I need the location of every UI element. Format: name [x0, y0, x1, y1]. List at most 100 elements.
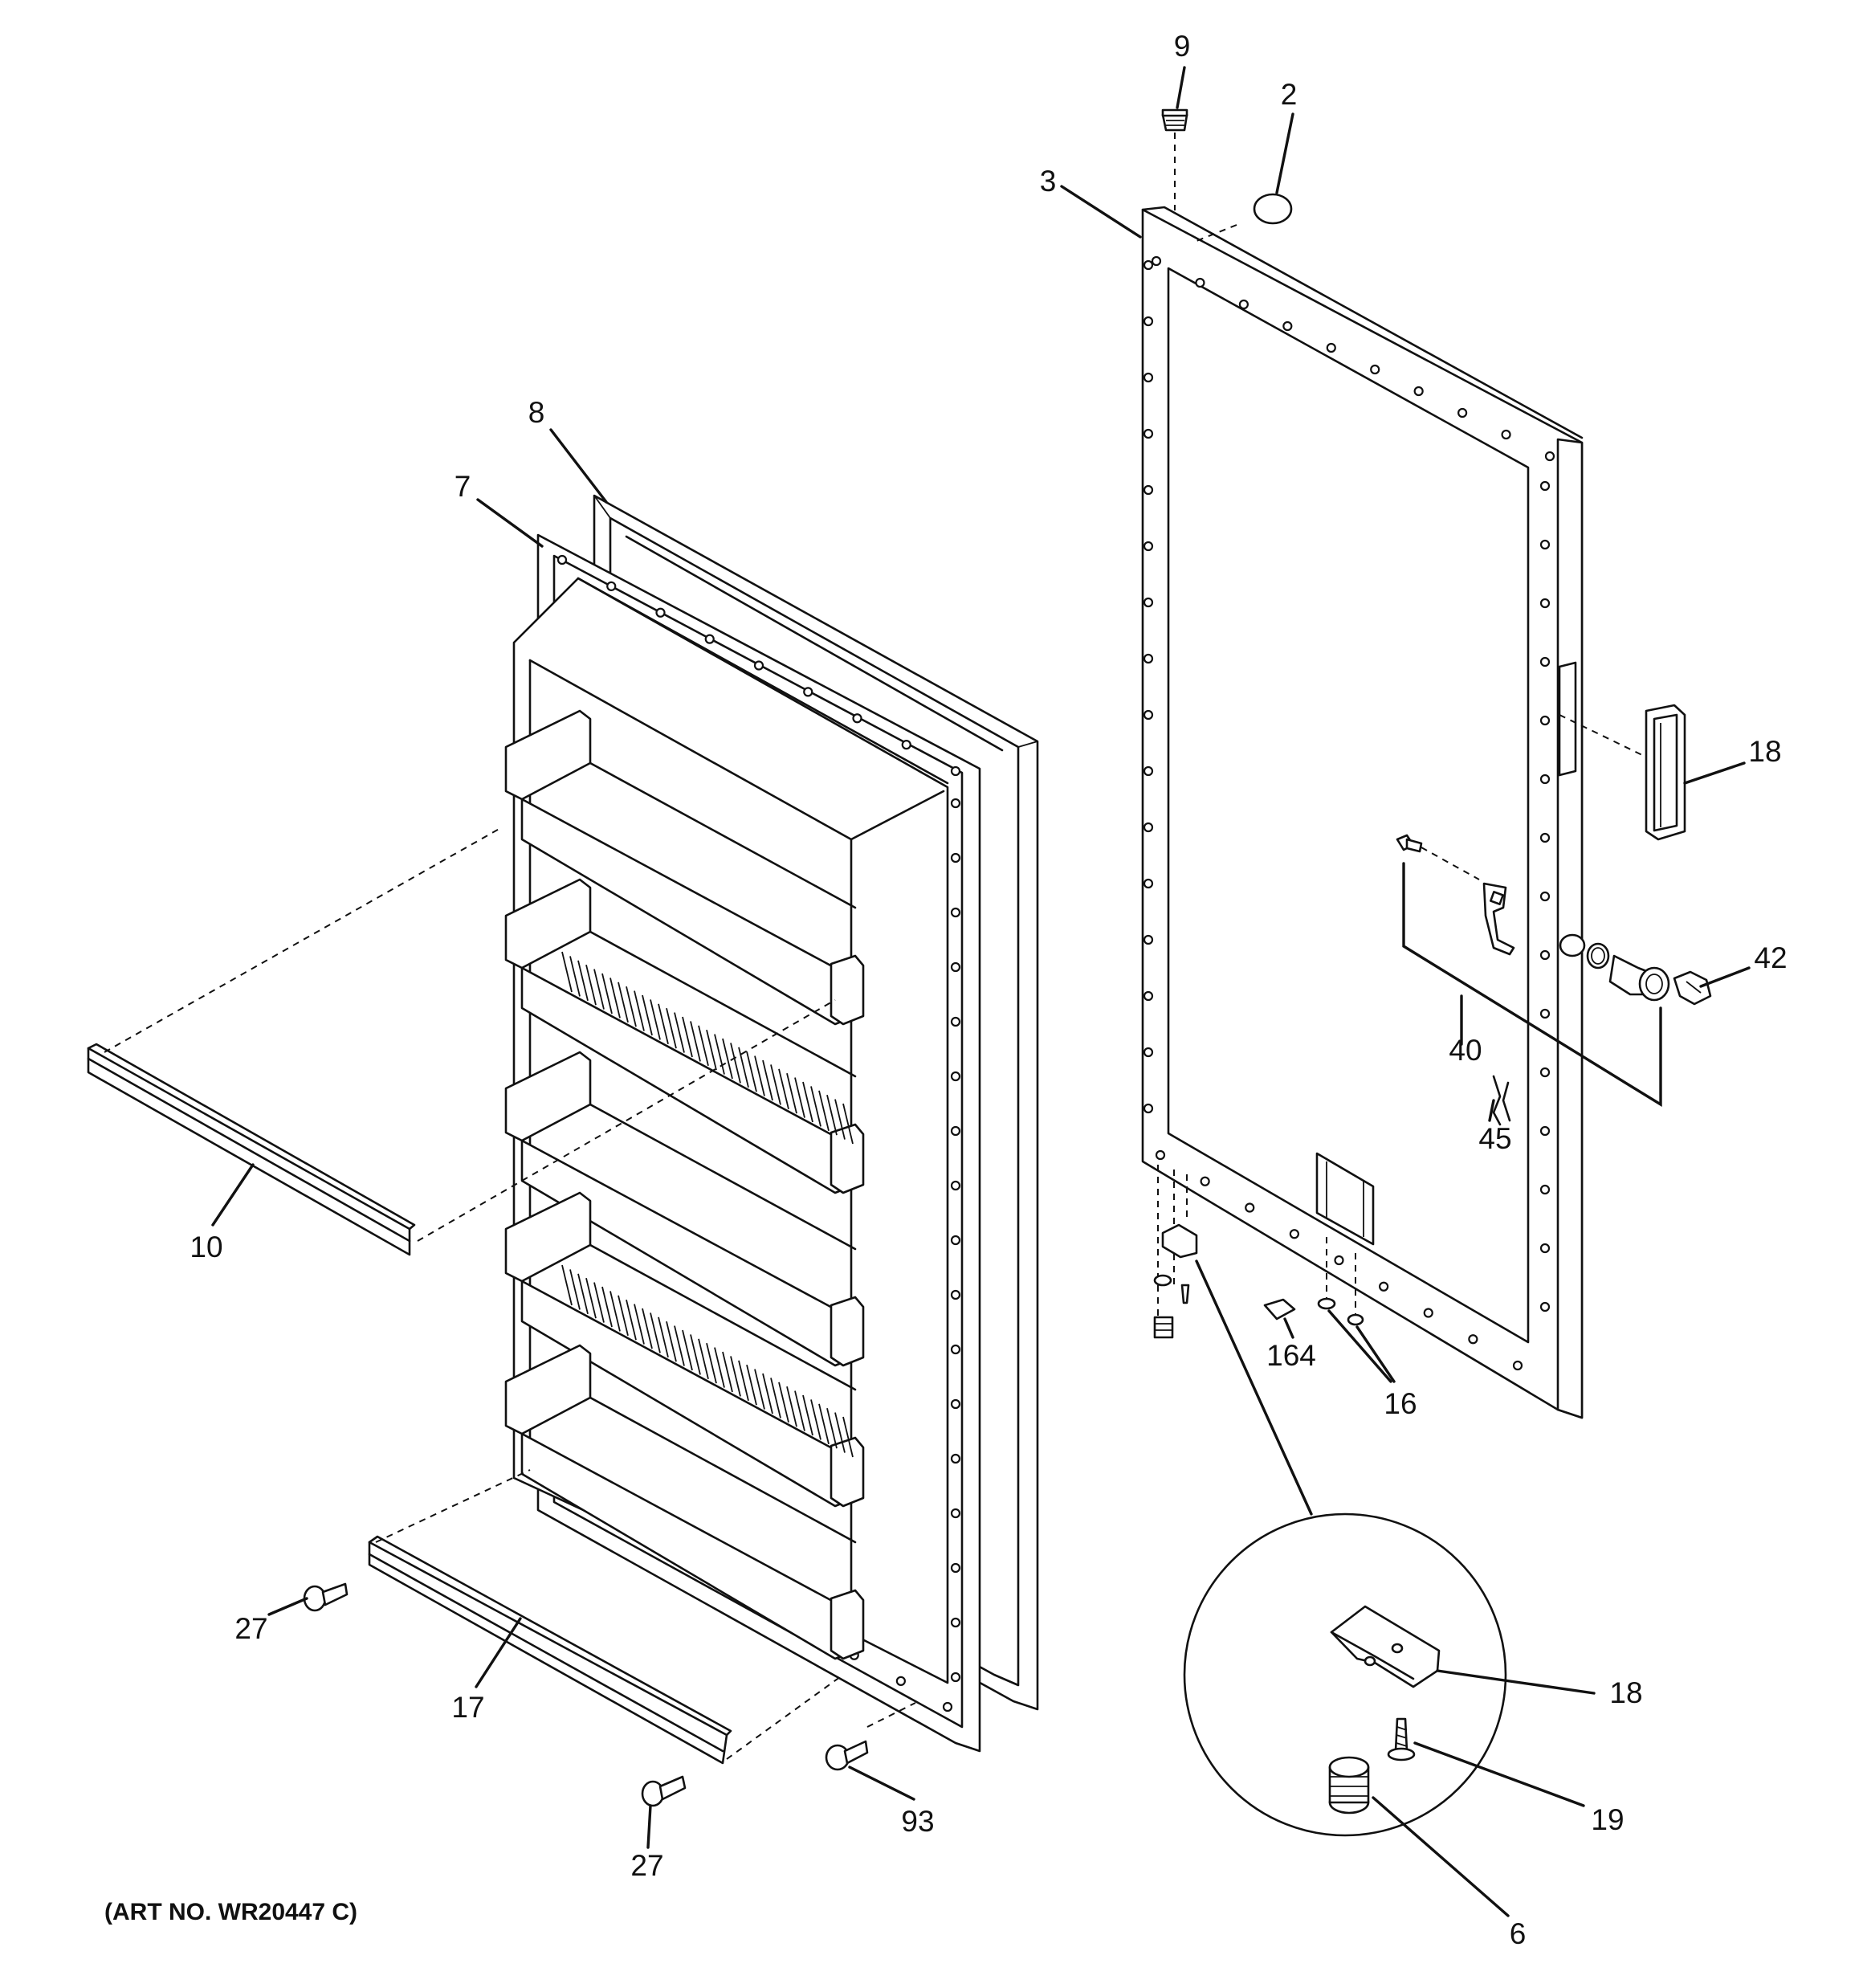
- shelf-rib: [658, 1316, 669, 1358]
- screw-hole: [1143, 259, 1154, 271]
- callout-16: 16: [1384, 1387, 1417, 1420]
- shelf-end-cap: [830, 1436, 865, 1508]
- art-number: (ART NO. WR20447 C): [104, 1899, 357, 1925]
- screw-hole: [1468, 1334, 1478, 1345]
- shelf-rib: [666, 1007, 677, 1049]
- screw-hole: [1155, 1149, 1166, 1161]
- screw-hole: [556, 554, 568, 565]
- callout-3: 3: [1040, 165, 1057, 198]
- screw-hole: [950, 907, 961, 918]
- screw-hole: [1544, 451, 1555, 462]
- screw-hole: [1143, 878, 1154, 889]
- callout-18-hinge: 18: [1609, 1676, 1642, 1709]
- shelf-rib: [682, 1329, 693, 1371]
- shelf-rib: [577, 960, 589, 1002]
- screw-hole: [1143, 597, 1154, 608]
- shelf-rib: [786, 1072, 797, 1114]
- cap-2: [1253, 193, 1293, 225]
- shelf-rib: [682, 1016, 693, 1058]
- shelf-rib: [818, 1403, 830, 1445]
- shelf-rib: [650, 999, 661, 1040]
- shelf-end-cap: [830, 1589, 865, 1660]
- callout-6: 6: [1510, 1917, 1527, 1950]
- screw-hole: [1143, 653, 1154, 664]
- shelf-rib: [794, 1077, 805, 1118]
- shelf-rib: [585, 1277, 597, 1319]
- shelf-edge: [589, 1396, 857, 1544]
- shelf-rib: [609, 978, 621, 1018]
- screw-hole: [950, 1016, 961, 1027]
- shelf-rib: [650, 1312, 661, 1353]
- shelf-rib: [666, 1321, 677, 1362]
- screw-hole: [1245, 1202, 1255, 1213]
- shelf-rib: [658, 1003, 669, 1045]
- shelf-rib: [810, 1086, 821, 1127]
- callout-17: 17: [451, 1691, 484, 1724]
- callout-27-bottom: 27: [630, 1849, 663, 1882]
- shelf-rib: [714, 1034, 725, 1075]
- shelf-rib: [618, 982, 629, 1023]
- shelf-rib: [674, 1012, 685, 1053]
- screw-hole: [1539, 891, 1551, 902]
- panel-screw-holes: [1143, 255, 1555, 1371]
- screw-hole: [753, 660, 764, 671]
- shelf-rib: [778, 1068, 789, 1110]
- callout-93: 93: [901, 1805, 934, 1838]
- shelf-rib: [569, 1269, 581, 1310]
- shelf-rib: [609, 1291, 621, 1332]
- screw-hole: [1143, 1103, 1154, 1114]
- screw-hole: [1143, 541, 1154, 552]
- screw-hole: [1143, 372, 1154, 383]
- screw-hole: [606, 581, 617, 591]
- shelf-rib: [826, 1407, 838, 1449]
- screw-hole: [1539, 539, 1551, 550]
- shelf-rib: [674, 1325, 685, 1366]
- screw-hole: [895, 1676, 906, 1686]
- clip-45: [1492, 1075, 1511, 1126]
- shelf-rib: [642, 994, 653, 1036]
- shelf-bar-10: [87, 1043, 416, 1256]
- shelf-rib: [722, 1351, 733, 1393]
- callout-40: 40: [1449, 1034, 1482, 1067]
- shelf-rib: [714, 1347, 725, 1388]
- shelf-rib: [601, 973, 613, 1014]
- shelf-rib: [706, 1029, 717, 1071]
- shelf-rib: [698, 1338, 709, 1380]
- screw-hole: [950, 765, 961, 777]
- shelf-rib: [698, 1025, 709, 1067]
- shelf-rib: [770, 1064, 781, 1105]
- callout-9: 9: [1174, 30, 1191, 63]
- shelf-edge: [589, 761, 857, 909]
- push-pin-27-left: [303, 1582, 349, 1612]
- outer-door-panel: [1141, 206, 1584, 1419]
- shelf-rib: [722, 1038, 733, 1080]
- screw-hole: [1289, 1229, 1299, 1239]
- screw-hole: [950, 1672, 961, 1683]
- screw-hole: [1326, 342, 1336, 353]
- screw-hole: [1539, 832, 1551, 843]
- screw-hole: [1539, 1184, 1551, 1195]
- shelf-rib: [826, 1094, 838, 1136]
- shelf-rib: [593, 1282, 605, 1323]
- callout-164: 164: [1266, 1339, 1316, 1372]
- callout-19: 19: [1591, 1803, 1624, 1836]
- screw-hole: [950, 961, 961, 973]
- screw-hole: [1151, 255, 1162, 267]
- callout-42: 42: [1754, 941, 1787, 974]
- screw-hole: [655, 607, 666, 618]
- screw-hole: [1195, 277, 1205, 288]
- screw-hole: [1539, 1243, 1551, 1254]
- screw-hole: [1200, 1176, 1210, 1186]
- shelf-rib: [626, 986, 637, 1027]
- shelf-rib: [706, 1342, 717, 1384]
- screw-hole: [1539, 949, 1551, 961]
- shelf-rib: [762, 1059, 773, 1101]
- screw-hole: [950, 1398, 961, 1410]
- door-shelves: [504, 709, 865, 1660]
- callout-27-left: 27: [234, 1612, 267, 1645]
- screw-hole: [1143, 1047, 1154, 1058]
- shelf-rib: [618, 1295, 629, 1337]
- lower-hinge-parts: [1153, 1165, 1364, 1339]
- shelf-rib: [561, 951, 573, 993]
- shelf-rib: [730, 1356, 741, 1397]
